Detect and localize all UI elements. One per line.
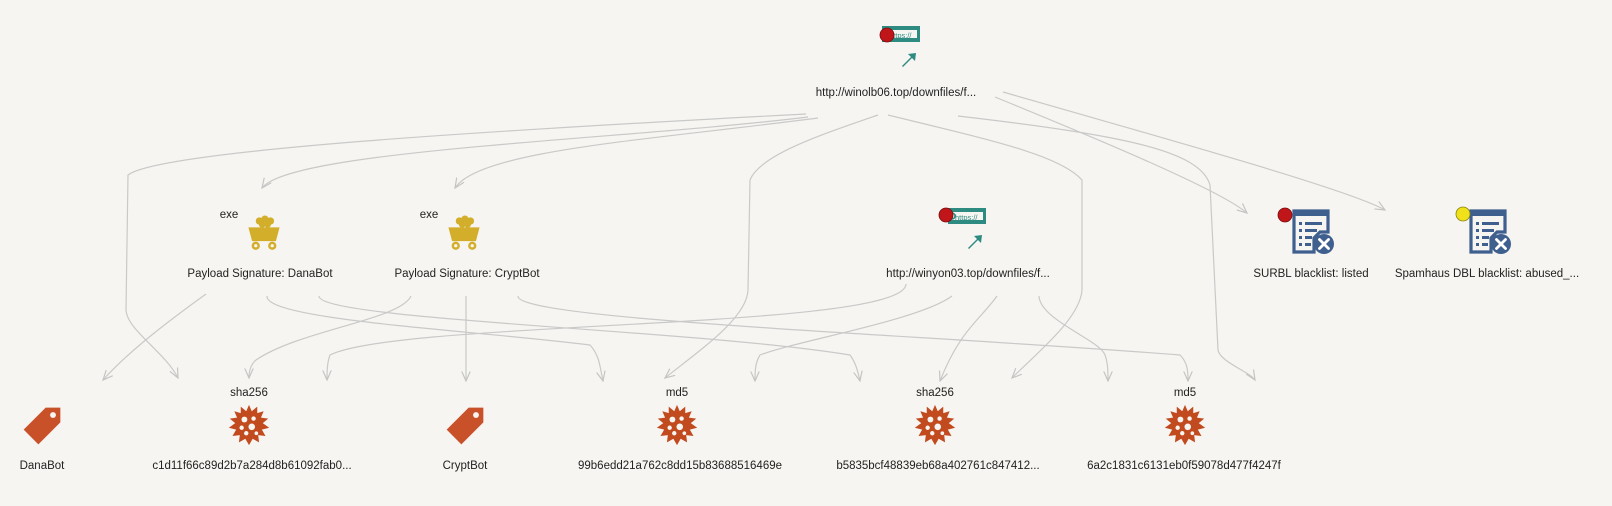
edge-url1-spamhaus xyxy=(1002,91,1385,210)
tag-label: DanaBot xyxy=(20,460,66,472)
badge-red-icon xyxy=(879,27,895,43)
url-icon xyxy=(947,207,987,250)
blacklist-node-spamhaus[interactable]: Spamhaus DBL blacklist: abused_... xyxy=(1395,206,1579,280)
badge-yellow-icon xyxy=(1455,206,1471,222)
node-type-label: md5 xyxy=(1174,387,1196,399)
hash-label: c1d11f66c89d2b7a284d8b61092fab0... xyxy=(152,460,351,472)
edge-layer xyxy=(103,91,1385,381)
blacklist-node-surbl[interactable]: SURBL blacklist: listed xyxy=(1253,207,1369,280)
badge-red-icon xyxy=(938,207,954,223)
malware-icon xyxy=(656,404,698,446)
payload-label: Payload Signature: CryptBot xyxy=(394,268,540,280)
edge-payload-danabot-hash-sha256-2 xyxy=(318,295,860,381)
node-type-label: sha256 xyxy=(916,387,954,399)
blacklist-icon xyxy=(1469,209,1513,256)
node-type-label: md5 xyxy=(666,387,688,399)
edge-payload-danabot-tag-danabot xyxy=(103,293,207,380)
hash-label: b5835bcf48839eb68a402761c847412... xyxy=(836,460,1039,472)
edge-payload-danabot-hash-md5-1 xyxy=(266,295,603,381)
tag-node-cryptbot[interactable]: CryptBot xyxy=(443,407,489,472)
hash-node-md5-1[interactable]: md5 99b6edd21a762c8dd15b83688516469e xyxy=(578,387,782,472)
malware-icon xyxy=(914,404,956,446)
edge-url1-hash-md5-2 xyxy=(957,115,1255,380)
tag-icon xyxy=(446,407,484,445)
blacklist-label: SURBL blacklist: listed xyxy=(1253,268,1368,280)
edge-url1-payload-danabot xyxy=(262,116,809,188)
blacklist-label: Spamhaus DBL blacklist: abused_... xyxy=(1395,268,1579,280)
url-node-winolb06[interactable]: http://winolb06.top/downfiles/f... xyxy=(816,25,976,99)
edge-payload-cryptbot-hash-md5-2 xyxy=(517,295,1188,381)
payload-icon xyxy=(248,215,280,250)
payload-icon xyxy=(448,215,480,250)
blacklist-icon xyxy=(1292,209,1336,256)
edge-url2-hash-md5-1 xyxy=(755,295,953,381)
payload-node-danabot[interactable]: exe Payload Signature: DanaBot xyxy=(187,209,333,280)
edge-url2-hash-sha256-1 xyxy=(327,283,907,380)
tag-node-danabot[interactable]: DanaBot xyxy=(20,407,66,472)
malware-icon xyxy=(1164,404,1206,446)
edge-payload-cryptbot-hash-sha256-1 xyxy=(249,295,412,378)
payload-node-cryptbot[interactable]: exe Payload Signature: CryptBot xyxy=(394,209,540,280)
tag-icon xyxy=(23,407,61,445)
url-node-label: http://winyon03.top/downfiles/f... xyxy=(886,268,1050,280)
badge-red-icon xyxy=(1277,207,1293,223)
hash-node-sha256-1[interactable]: sha256 c1d11f66c89d2b7a284d8b61092fab0..… xyxy=(152,387,351,472)
hash-node-md5-2[interactable]: md5 6a2c1831c6131eb0f59078d477f4247f xyxy=(1087,387,1282,472)
malware-icon xyxy=(228,404,270,446)
url-node-winyon03[interactable]: http://winyon03.top/downfiles/f... xyxy=(886,207,1050,280)
hash-label: 6a2c1831c6131eb0f59078d477f4247f xyxy=(1087,460,1282,472)
node-type-label: exe xyxy=(420,209,439,221)
payload-label: Payload Signature: DanaBot xyxy=(187,268,333,280)
node-type-label: sha256 xyxy=(230,387,268,399)
edge-url1-hash-md5-1 xyxy=(665,114,879,378)
edge-url1-hash-sha256-2 xyxy=(887,114,1083,378)
tag-label: CryptBot xyxy=(443,460,489,472)
edge-url1-surbl xyxy=(994,96,1247,213)
hash-node-sha256-2[interactable]: sha256 b5835bcf48839eb68a402761c847412..… xyxy=(836,387,1039,472)
edge-url1-payload-cryptbot xyxy=(455,117,819,188)
edge-url2-hash-md5-2 xyxy=(1038,295,1108,381)
edge-url1-hash-sha256-1 xyxy=(125,113,807,378)
edge-url2-hash-sha256-2 xyxy=(940,295,998,381)
url-node-label: http://winolb06.top/downfiles/f... xyxy=(816,87,976,99)
node-type-label: exe xyxy=(220,209,239,221)
hash-label: 99b6edd21a762c8dd15b83688516469e xyxy=(578,460,782,472)
